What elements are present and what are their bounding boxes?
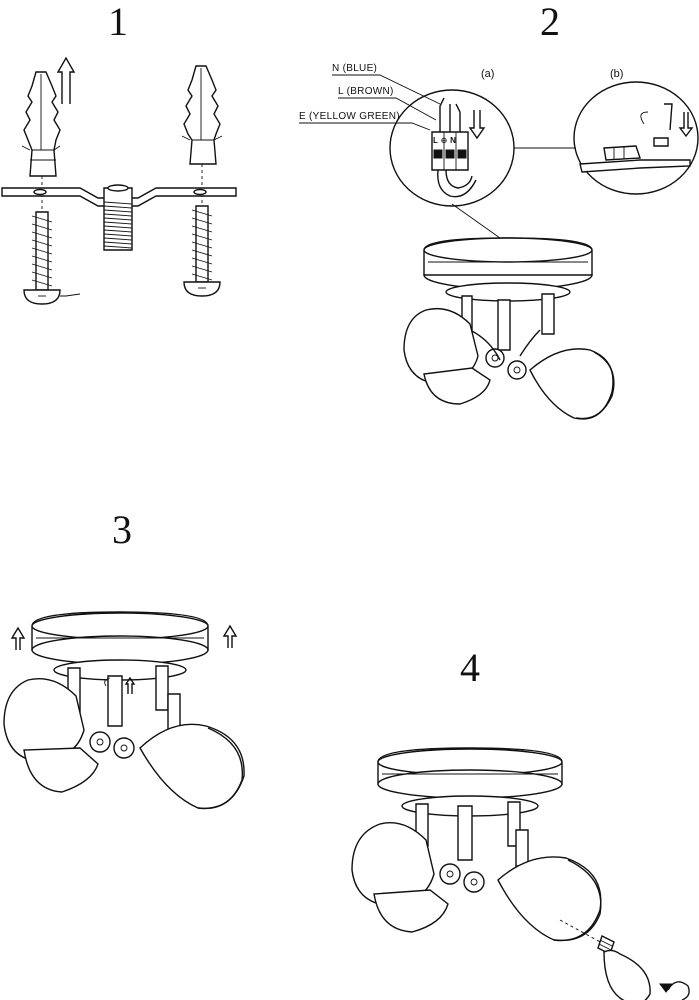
spot-lamp-right-step4 bbox=[497, 856, 602, 942]
spot-lamp-left bbox=[403, 307, 491, 405]
ceiling-spotlight-fixture-step2 bbox=[423, 237, 593, 380]
spot-lamp-right-step3 bbox=[139, 723, 245, 810]
terminal-block-markings: L ⊕ N bbox=[433, 136, 457, 145]
mounting-bracket bbox=[1, 187, 237, 207]
spot-lamp-left-step3 bbox=[3, 678, 99, 793]
light-bulb-icon bbox=[597, 935, 651, 1000]
spot-lamp-left-step4 bbox=[351, 822, 449, 933]
rotate-clockwise-icon bbox=[659, 981, 690, 1000]
neutral-wire-label: N (BLUE) bbox=[332, 63, 378, 74]
detail-b-label: (b) bbox=[610, 68, 624, 80]
step-number-2: 2 bbox=[540, 0, 560, 44]
live-wire-label: L (BROWN) bbox=[338, 86, 394, 97]
step-number-3: 3 bbox=[112, 507, 132, 552]
wiring-detail-circle-b bbox=[573, 81, 699, 195]
up-arrow-icon-left bbox=[10, 626, 26, 650]
wall-plug-right bbox=[181, 65, 223, 165]
step-number-1: 1 bbox=[108, 0, 128, 44]
screw-right bbox=[183, 205, 221, 297]
wiring-detail-circle-a bbox=[389, 89, 515, 207]
step-number-4: 4 bbox=[460, 645, 480, 690]
earth-wire-label: E (YELLOW GREEN) bbox=[299, 111, 400, 122]
screw-left bbox=[23, 211, 81, 305]
threaded-nipple bbox=[103, 184, 133, 251]
spot-lamp-right bbox=[529, 348, 615, 420]
up-arrow-icon bbox=[56, 56, 76, 104]
up-arrow-icon-right bbox=[222, 624, 238, 648]
wall-plug-left bbox=[21, 71, 61, 177]
detail-a-label: (a) bbox=[481, 68, 495, 80]
